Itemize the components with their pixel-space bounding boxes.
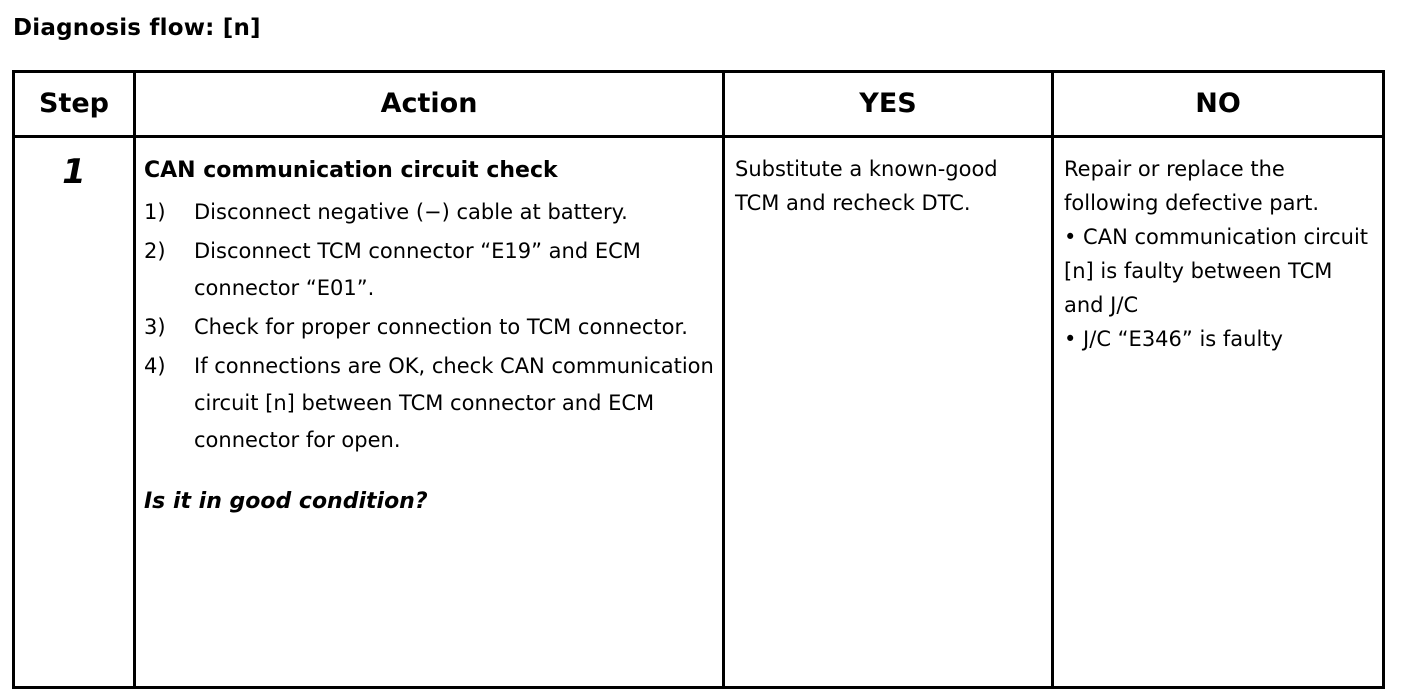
action-heading: CAN communication circuit check xyxy=(144,158,558,183)
no-result-intro: Repair or replace the following defectiv… xyxy=(1064,157,1320,215)
list-item: 1) Disconnect negative (−) cable at batt… xyxy=(144,194,714,231)
yes-result-cell: Substitute a known-good TCM and recheck … xyxy=(722,135,1054,689)
list-item-marker: 4) xyxy=(144,354,166,378)
column-header-no: NO xyxy=(1051,70,1385,138)
step-number-cell: 1 xyxy=(12,135,136,689)
table-header: Step Action YES NO xyxy=(12,70,1385,138)
column-header-yes: YES xyxy=(722,70,1054,138)
list-item: 2) Disconnect TCM connector “E19” and EC… xyxy=(144,233,714,307)
yes-result-text: Substitute a known-good TCM and recheck … xyxy=(735,157,998,215)
no-result-cell: Repair or replace the following defectiv… xyxy=(1051,135,1385,689)
list-item: 4) If connections are OK, check CAN comm… xyxy=(144,348,714,459)
table-header-row: Step Action YES NO xyxy=(12,70,1385,138)
diagnosis-flow-table: Step Action YES NO 1 CAN communication c… xyxy=(12,70,1385,689)
table-row: 1 CAN communication circuit check 1) Dis… xyxy=(12,135,1385,689)
list-item-text: Check for proper connection to TCM conne… xyxy=(194,315,688,339)
step-number: 1 xyxy=(62,152,86,192)
action-question: Is it in good condition? xyxy=(144,489,428,514)
list-item-text: Disconnect TCM connector “E19” and ECM c… xyxy=(194,239,641,300)
list-item-marker: 3) xyxy=(144,315,166,339)
list-item-text: Disconnect negative (−) cable at battery… xyxy=(194,200,628,224)
table-body: 1 CAN communication circuit check 1) Dis… xyxy=(12,135,1385,689)
page-title: Diagnosis flow: [n] xyxy=(13,15,261,41)
no-result-bullet: • CAN communication circuit [n] is fault… xyxy=(1064,225,1369,317)
no-result-bullet: • J/C “E346” is faulty xyxy=(1064,327,1283,351)
list-item-marker: 2) xyxy=(144,239,166,263)
list-item-text: If connections are OK, check CAN communi… xyxy=(194,354,714,452)
column-header-step: Step xyxy=(12,70,136,138)
action-step-list: 1) Disconnect negative (−) cable at batt… xyxy=(144,194,714,459)
list-item-marker: 1) xyxy=(144,200,166,224)
action-cell: CAN communication circuit check 1) Disco… xyxy=(133,135,725,689)
column-header-action: Action xyxy=(133,70,725,138)
list-item: 3) Check for proper connection to TCM co… xyxy=(144,309,714,346)
